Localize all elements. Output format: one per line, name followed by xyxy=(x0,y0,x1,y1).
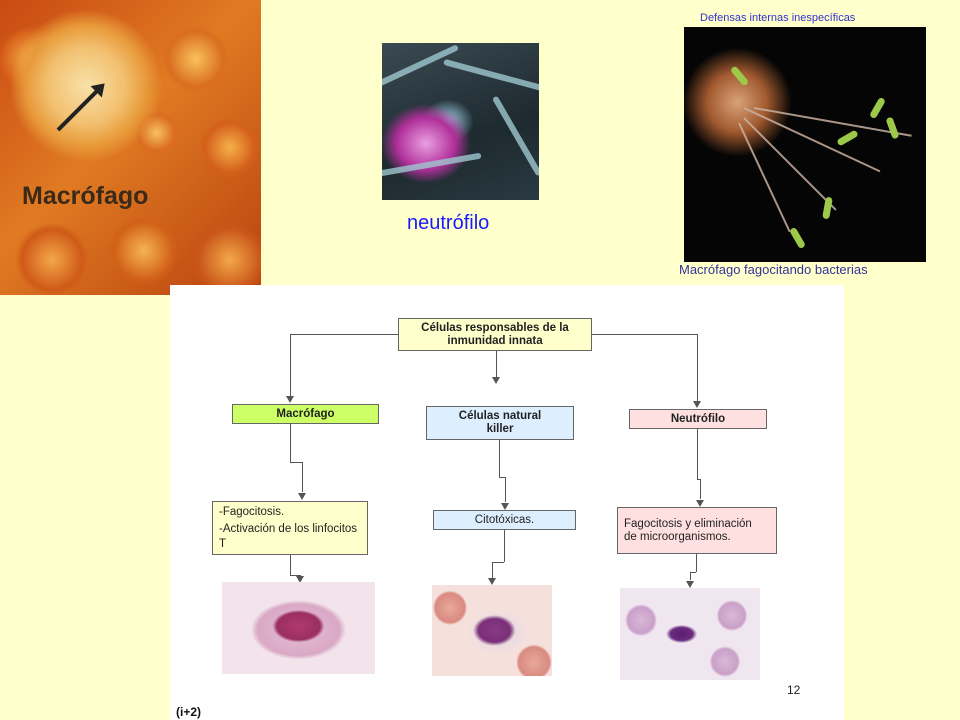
connector-line xyxy=(290,462,302,463)
defenses-heading: Defensas internas inespecíficas xyxy=(700,12,856,24)
neutrophil-micrograph xyxy=(620,588,760,680)
connector-line xyxy=(696,554,697,572)
arrowhead-icon xyxy=(298,493,306,500)
macrophage-detail-box: -Fagocitosis. -Activación de los linfoci… xyxy=(212,501,368,555)
pointer-arrow-icon xyxy=(56,84,104,132)
connector-line xyxy=(302,462,303,492)
nk-title: Células natural killer xyxy=(458,410,542,435)
neutrophil-detail: Fagocitosis y eliminación de microorgani… xyxy=(624,517,752,543)
connector-line xyxy=(504,530,505,562)
connector-line xyxy=(690,572,696,573)
neutrophil-title-box: Neutrófilo xyxy=(629,409,767,429)
macrophage-title-box: Macrófago xyxy=(232,404,379,424)
connector-line xyxy=(690,572,691,580)
phagocytosis-caption: Macrófago fagocitando bacterias xyxy=(679,262,868,277)
connector-line xyxy=(492,562,493,578)
connector-line xyxy=(697,334,698,402)
arrowhead-icon xyxy=(492,377,500,384)
macrophage-detail-2: -Activación de los linfocitos T xyxy=(219,522,358,550)
arrowhead-icon xyxy=(693,401,701,408)
connector-line xyxy=(290,555,291,575)
connector-line xyxy=(290,424,291,462)
footer-tag: (i+2) xyxy=(176,705,202,719)
arrowhead-icon xyxy=(286,396,294,403)
arrowhead-icon xyxy=(296,576,304,583)
connector-line xyxy=(592,334,697,335)
connector-line xyxy=(290,334,398,335)
connector-line xyxy=(496,351,497,378)
connector-line xyxy=(505,477,506,502)
neutrophil-photo xyxy=(382,43,539,200)
connector-line xyxy=(697,429,698,479)
connector-line xyxy=(697,479,700,480)
phagocytosis-photo xyxy=(684,27,926,262)
macrophage-photo: Macrófago xyxy=(0,0,261,295)
connector-line xyxy=(290,334,291,397)
macrophage-photo-label: Macrófago xyxy=(22,182,149,210)
arrowhead-icon xyxy=(488,578,496,585)
arrowhead-icon xyxy=(696,500,704,507)
nk-detail-box: Citotóxicas. xyxy=(433,510,576,530)
macrophage-detail-1: -Fagocitosis. xyxy=(219,505,285,518)
connector-line xyxy=(499,440,500,477)
neutrophil-title: Neutrófilo xyxy=(670,412,726,425)
connector-line xyxy=(700,479,701,499)
connector-line xyxy=(492,562,504,563)
neutrophil-detail-box: Fagocitosis y eliminación de microorgani… xyxy=(617,507,777,554)
connector-line xyxy=(499,477,505,478)
macrophage-micrograph xyxy=(222,582,375,674)
arrowhead-icon xyxy=(501,503,509,510)
root-label: Células responsables de la inmunidad inn… xyxy=(421,321,569,347)
innate-immunity-diagram: Células responsables de la inmunidad inn… xyxy=(170,285,844,720)
neutrophil-caption: neutrófilo xyxy=(407,212,490,234)
root-box: Células responsables de la inmunidad inn… xyxy=(398,318,592,351)
nk-title-box: Células natural killer xyxy=(426,406,574,440)
connector-line xyxy=(290,575,300,576)
nk-cell-micrograph xyxy=(432,585,552,676)
nk-detail: Citotóxicas. xyxy=(474,513,535,526)
arrowhead-icon xyxy=(686,581,694,588)
macrophage-title: Macrófago xyxy=(276,407,335,420)
page-number: 12 xyxy=(787,683,801,697)
